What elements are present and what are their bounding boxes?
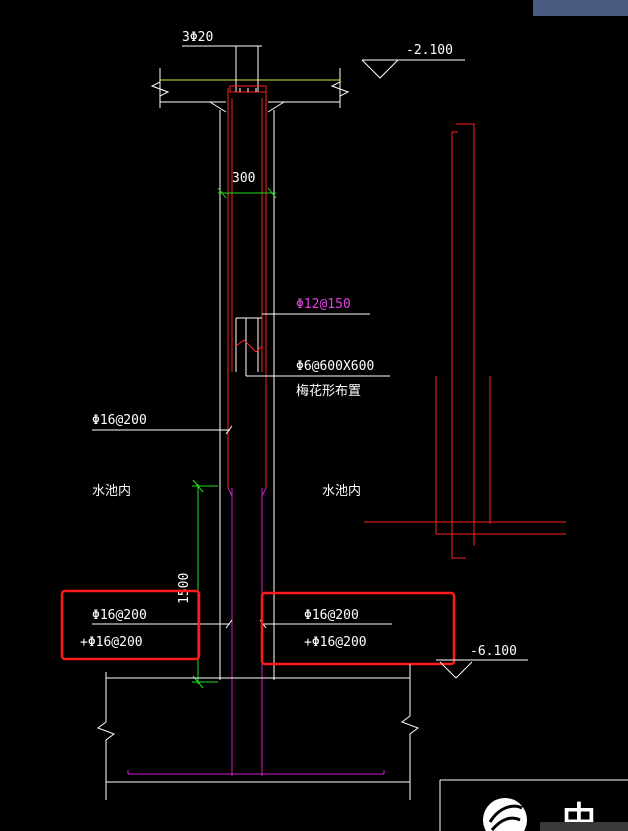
pool-inside-left-label: 水池内 — [92, 483, 131, 499]
wall-vertical-rebar — [227, 88, 267, 488]
vertical-bar-callout: Φ16@200 — [92, 413, 233, 435]
left-callout-line2: +Φ16@200 — [80, 635, 143, 650]
right-highlight-box — [260, 591, 456, 666]
tie-bar-note: 梅花形布置 — [296, 383, 361, 399]
left-bottom-rebar-callout: Φ16@200 +Φ16@200 — [60, 589, 233, 661]
height-dimension-label: 1500 — [177, 573, 192, 604]
elevation-top-marker: -2.100 — [361, 43, 465, 79]
right-bottom-rebar-callout: Φ16@200 +Φ16@200 — [259, 591, 456, 666]
vertical-bar-label: Φ16@200 — [92, 413, 147, 428]
wall-outline — [219, 110, 275, 680]
dowel-bars — [127, 487, 385, 776]
title-block: 中 — [439, 779, 628, 831]
left-callout-line1: Φ16@200 — [92, 608, 147, 623]
right-callout-line1: Φ16@200 — [304, 608, 359, 623]
elevation-top-label: -2.100 — [406, 43, 453, 58]
right-callout-line2: +Φ16@200 — [304, 635, 367, 650]
wall-thickness-dimension: 300 — [217, 171, 277, 199]
left-highlight-box — [60, 589, 201, 661]
wall-thickness-label: 300 — [232, 171, 255, 186]
elevation-bottom-marker: -6.100 — [436, 644, 528, 679]
pool-inside-right-label: 水池内 — [322, 483, 361, 499]
top-slab — [150, 68, 350, 113]
horizontal-bar-callout: Φ12@150 — [262, 297, 370, 315]
rebar-shape-detail — [364, 123, 566, 559]
base-slab — [96, 664, 420, 800]
height-dimension: 1500 — [177, 479, 218, 689]
top-rebar-label: 3Φ20 — [182, 30, 213, 45]
tie-bar-label: Φ6@600X600 — [296, 359, 374, 374]
tie-bar-detail: Φ6@600X600 梅花形布置 — [235, 317, 390, 399]
elevation-bottom-label: -6.100 — [470, 644, 517, 659]
company-logo-icon — [483, 798, 527, 831]
window-corner-tab[interactable] — [533, 0, 628, 16]
top-rebar-callout: 3Φ20 — [182, 30, 267, 93]
horizontal-bar-label: Φ12@150 — [296, 297, 351, 312]
